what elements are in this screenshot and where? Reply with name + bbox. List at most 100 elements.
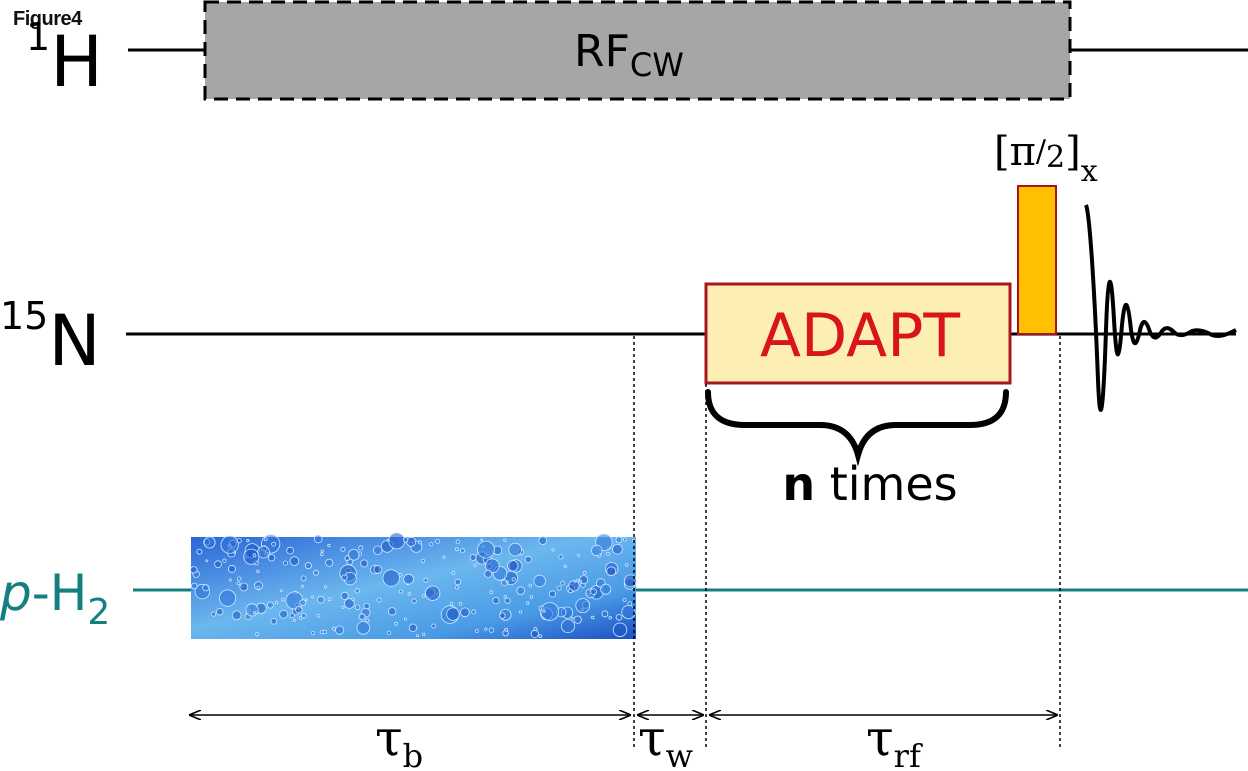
bubble (274, 600, 279, 605)
bubble (310, 630, 315, 636)
bubble (327, 597, 332, 602)
bubble (282, 560, 288, 566)
bubble (231, 610, 242, 621)
bubble (360, 559, 369, 568)
bubble (542, 609, 546, 613)
bubble (420, 558, 426, 564)
bubble (556, 585, 562, 591)
bubble (316, 613, 321, 618)
bubble (446, 607, 460, 621)
bubble (615, 536, 623, 544)
bubble (455, 539, 461, 544)
bubble (622, 598, 627, 602)
bubble (334, 625, 345, 635)
bubble (582, 570, 587, 575)
bubble (196, 548, 203, 555)
bubble (257, 545, 270, 559)
bubble (398, 589, 403, 594)
bubble (323, 585, 328, 589)
bubble (267, 554, 276, 562)
bubble (358, 613, 366, 621)
bubble (304, 562, 312, 570)
bubble (300, 584, 304, 588)
bubble (319, 629, 324, 635)
bubble (289, 556, 300, 566)
rfcw-block (203, 0, 1072, 101)
bubble (504, 597, 511, 604)
bubble (214, 560, 222, 568)
bubble (403, 617, 407, 621)
bubbling-block (190, 532, 637, 639)
bubble (431, 623, 437, 629)
bubble (560, 580, 566, 586)
bubble (327, 543, 331, 548)
bubble (417, 540, 422, 545)
bubble (222, 558, 227, 563)
bubble (358, 545, 364, 551)
bubble (205, 559, 209, 563)
n15-channel-label: 15N (0, 294, 101, 382)
bubble (579, 579, 583, 583)
bubble (281, 598, 285, 602)
bubble (320, 549, 324, 553)
n-times-brace (705, 389, 1009, 467)
bubble (484, 627, 488, 631)
bubble (365, 618, 370, 623)
bubble (484, 558, 500, 574)
bubble (508, 542, 523, 557)
bubble (484, 569, 493, 578)
bubble (373, 545, 383, 556)
bubble (575, 598, 591, 613)
bubble (612, 622, 628, 638)
bubble (601, 610, 609, 618)
bubble (354, 604, 361, 610)
adapt-label: ADAPT (760, 301, 960, 371)
bubble (518, 610, 523, 614)
bubble (344, 598, 355, 609)
bubble (256, 585, 261, 590)
bubble (292, 618, 296, 622)
pi-half-pulse (1017, 185, 1057, 335)
bubble (608, 616, 612, 620)
bubble (271, 541, 277, 547)
bubble (340, 591, 349, 600)
bubble (473, 563, 477, 567)
figure-label: Figure4 (13, 8, 82, 30)
bubble (239, 582, 249, 592)
bubble (563, 564, 567, 568)
bubble (236, 581, 241, 586)
bubble (504, 627, 509, 632)
bubble (538, 536, 548, 545)
bubble (243, 548, 260, 565)
bubble (298, 616, 303, 620)
bubble (300, 612, 307, 619)
bubble (591, 615, 595, 620)
ph2-channel-label: p-H2 (0, 564, 110, 633)
bubble (471, 609, 477, 615)
bubble (387, 607, 397, 616)
bubble (300, 575, 307, 582)
bubble (279, 589, 283, 593)
bubble (460, 607, 470, 618)
bubble (600, 583, 612, 595)
pi-half-pulse-label: [π/2]x (994, 129, 1098, 189)
bubble (621, 604, 636, 620)
bubble (469, 554, 477, 561)
bubble (220, 535, 239, 554)
bubble (388, 532, 406, 550)
bubble (516, 586, 525, 595)
bubble (573, 615, 582, 624)
bubble (533, 627, 538, 632)
bubble (533, 574, 546, 588)
bubble (228, 578, 232, 582)
bubble (351, 597, 355, 601)
bubble (488, 627, 495, 633)
bubble (266, 601, 274, 609)
bubble (480, 538, 484, 542)
bubble (577, 554, 580, 557)
bubble (612, 543, 623, 555)
bubble (386, 630, 391, 635)
fid-signal (1084, 204, 1237, 412)
bubble (263, 537, 268, 541)
